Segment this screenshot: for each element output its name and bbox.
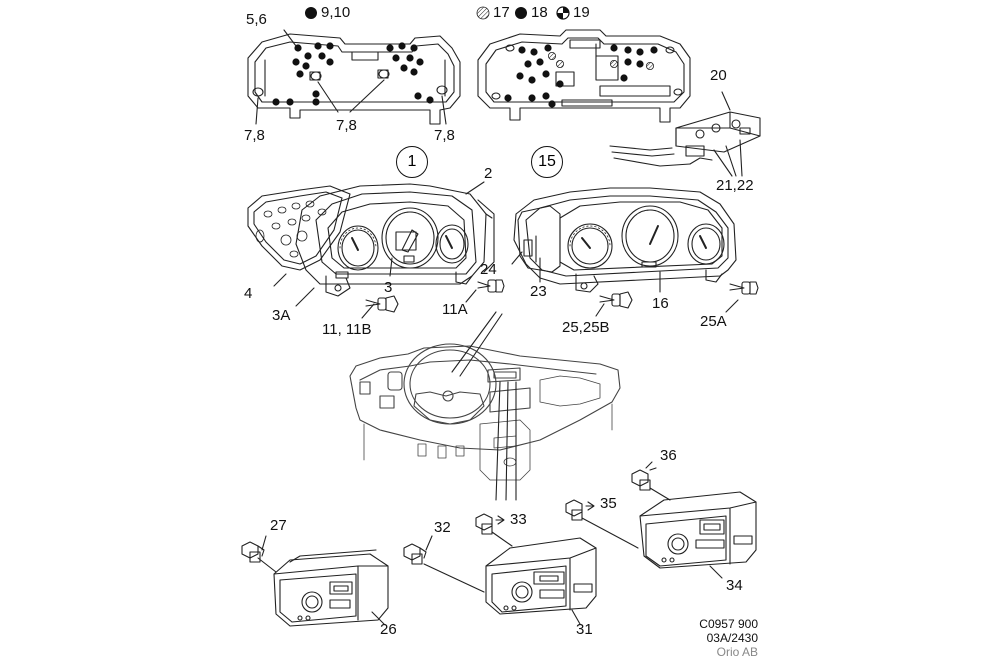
callout-4: 4 [244, 285, 253, 302]
callout-7-8-center: 7,8 [336, 117, 357, 134]
climate-control-26 [241, 535, 389, 627]
callout-7-8-right: 7,8 [434, 127, 455, 144]
callout-36: 36 [660, 447, 677, 464]
climate-control-34 [565, 461, 757, 579]
dashboard [349, 343, 621, 481]
drawing-revision: 03A/2430 [706, 630, 758, 645]
callout-11a: 11A [442, 301, 468, 318]
hatched-dot-icon [476, 6, 490, 19]
callout-21-22: 21,22 [716, 177, 754, 194]
callout-26: 26 [380, 621, 397, 638]
legend-label: 19 [573, 4, 590, 21]
callout-23: 23 [530, 283, 547, 300]
callout-16: 16 [652, 295, 669, 312]
callout-5-6: 5,6 [246, 11, 267, 28]
legend-label: 18 [531, 4, 548, 21]
cluster-rear-right [477, 29, 691, 123]
legend-item-18: 18 [514, 4, 548, 21]
bulb-holes-17 [548, 52, 655, 71]
callout-25a: 25A [700, 313, 727, 330]
legend-label: 9,10 [321, 4, 351, 21]
solid-dot-icon [515, 6, 527, 19]
callout-34: 34 [726, 577, 743, 594]
callout-11-11b: 11, 11B [322, 321, 372, 338]
callout-31: 31 [576, 621, 593, 638]
circuit-board-20 [609, 91, 761, 177]
callout-3a: 3A [272, 307, 291, 324]
legend-label: 17 [493, 4, 510, 21]
cluster-rear-left [247, 29, 461, 125]
pointer-lines [451, 311, 517, 501]
legend-item-19: 19 [556, 4, 590, 21]
callout-2: 2 [484, 165, 493, 182]
callout-25-25b: 25,25B [562, 319, 610, 336]
callout-27: 27 [270, 517, 287, 534]
bulb-holes-18 [504, 44, 658, 108]
drawing-number: C0957 900 [699, 617, 758, 631]
drawing-code-block: C0957 900 03A/2430 Orio AB [690, 617, 758, 659]
callout-20: 20 [710, 67, 727, 84]
callout-35: 35 [600, 495, 617, 512]
callout-3: 3 [384, 279, 393, 296]
company-name: Orio AB [716, 644, 758, 659]
bulb-holes-9-10 [272, 42, 434, 106]
solid-dot-icon [305, 6, 317, 19]
circled-number-15: 15 [531, 146, 563, 178]
callout-33: 33 [510, 511, 527, 528]
legend-item-9-10: 9,10 [304, 4, 350, 21]
callout-32: 32 [434, 519, 451, 536]
callout-7-8-left: 7,8 [244, 127, 265, 144]
circled-number-1: 1 [396, 146, 428, 178]
climate-control-31 [403, 513, 597, 625]
instrument-cluster-15 [511, 187, 759, 317]
legend-item-17: 17 [476, 4, 510, 21]
instrument-cluster-1 [247, 181, 505, 319]
callout-24: 24 [480, 261, 497, 278]
quartered-dot-icon [556, 5, 570, 20]
